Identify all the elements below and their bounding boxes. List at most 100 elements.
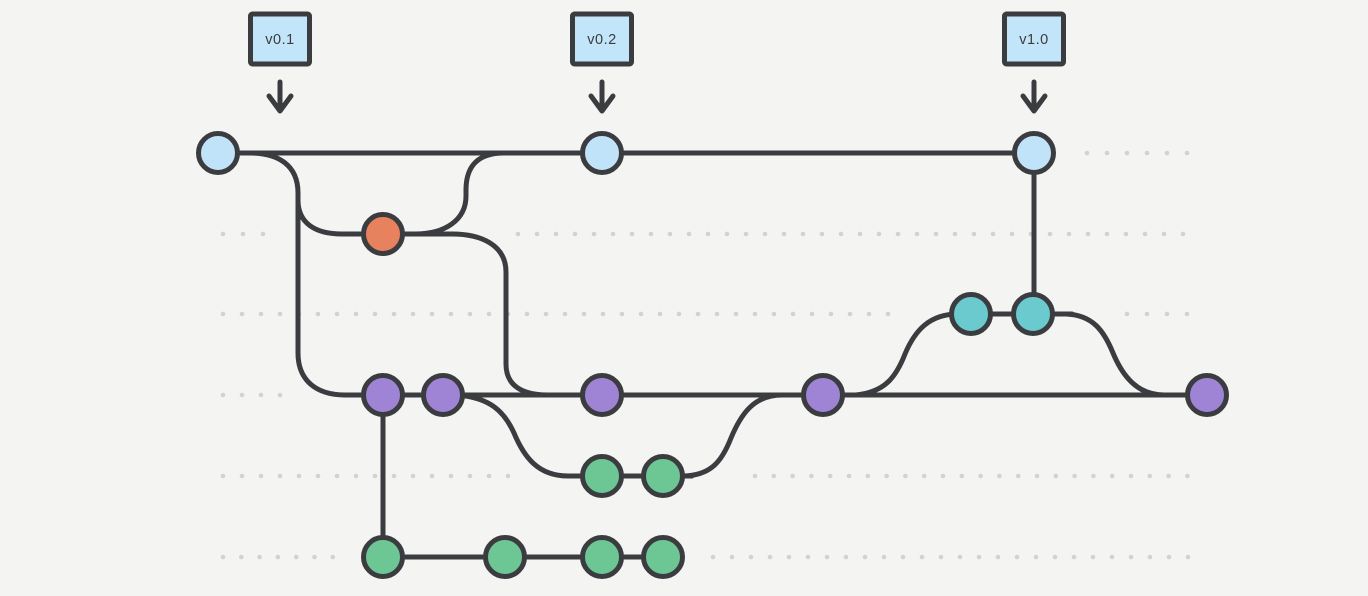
dot — [1185, 473, 1190, 479]
dot — [515, 231, 521, 237]
dot — [809, 473, 814, 479]
tag-label: v0.1 — [265, 32, 294, 48]
dot — [610, 231, 616, 237]
dot — [900, 554, 906, 560]
edge-hotfix-branch-off — [295, 197, 389, 237]
commit-node-release — [949, 292, 993, 336]
dot — [1144, 311, 1150, 317]
branch-edges — [215, 150, 1210, 560]
dot — [486, 311, 492, 317]
commit-node-feature — [580, 535, 624, 579]
dot — [1104, 231, 1110, 237]
dot — [995, 554, 1001, 560]
edge-release-merge — [1063, 311, 1167, 398]
dot — [752, 473, 758, 479]
dot — [239, 473, 245, 479]
dot — [1144, 150, 1150, 156]
commit-node-develop — [361, 373, 405, 417]
dot — [467, 473, 473, 479]
commit-node-feature — [483, 535, 527, 579]
dot — [824, 554, 830, 560]
dot — [553, 231, 559, 237]
dot — [429, 473, 435, 479]
dot — [638, 311, 644, 317]
commit-node-develop — [580, 373, 624, 417]
dot — [1091, 473, 1096, 479]
dot — [258, 392, 264, 398]
dot — [957, 554, 963, 560]
dot — [790, 473, 795, 479]
dot — [843, 554, 849, 560]
dot — [884, 473, 889, 479]
dot — [410, 473, 416, 479]
dot — [714, 311, 720, 317]
dot-row — [752, 473, 1190, 479]
dot — [1084, 150, 1090, 156]
tag-v0.1: v0.1 — [248, 11, 312, 114]
dot — [1053, 473, 1059, 479]
dot-row — [1084, 150, 1190, 156]
dot — [1066, 231, 1072, 237]
commit-node-develop — [421, 373, 465, 417]
dot — [976, 554, 982, 560]
dot — [505, 473, 511, 479]
dot — [240, 231, 246, 237]
dot — [448, 473, 454, 479]
commit-node-hotfix — [361, 212, 405, 256]
dot — [353, 473, 359, 479]
dot — [600, 311, 606, 317]
dot — [1072, 473, 1077, 479]
dot — [952, 231, 958, 237]
dot — [277, 392, 283, 398]
dot — [448, 311, 454, 317]
dot — [997, 473, 1002, 479]
edge-develop-branch-off — [247, 150, 393, 398]
dot — [1161, 231, 1167, 237]
dot — [572, 231, 578, 237]
dot — [524, 311, 530, 317]
dot — [391, 311, 397, 317]
dot — [743, 231, 749, 237]
dot — [1009, 231, 1015, 237]
commit-node-feature — [361, 535, 405, 579]
dot — [562, 311, 568, 317]
commit-node-main — [1012, 131, 1056, 175]
dot — [866, 311, 872, 317]
dot-row — [515, 231, 1186, 237]
dot — [258, 473, 264, 479]
dot — [933, 231, 939, 237]
edge-release-branch-off — [853, 311, 961, 398]
commit-node-release — [1011, 292, 1055, 336]
dot — [353, 311, 359, 317]
dot — [847, 311, 853, 317]
dot — [762, 231, 768, 237]
dot — [220, 473, 226, 479]
dot — [862, 554, 868, 560]
dot — [1090, 554, 1096, 560]
dot — [1128, 473, 1134, 479]
commit-node-feature — [580, 454, 624, 498]
dot-row — [1124, 311, 1190, 317]
dot — [1033, 554, 1039, 560]
dot — [695, 311, 701, 317]
dot — [710, 554, 716, 560]
dot — [1164, 150, 1170, 156]
tag-arrow-head-icon — [588, 93, 616, 114]
dot — [258, 311, 264, 317]
dot — [1164, 311, 1170, 317]
dot — [885, 311, 891, 317]
dot — [786, 554, 792, 560]
dot — [971, 231, 977, 237]
dot — [881, 554, 887, 560]
dot — [619, 311, 625, 317]
dot — [752, 311, 758, 317]
commit-node-main — [196, 131, 240, 175]
dot — [260, 231, 266, 237]
dot — [1015, 473, 1021, 479]
dot — [315, 473, 321, 479]
dot-row — [220, 392, 283, 398]
dot — [705, 231, 711, 237]
dot — [978, 473, 983, 479]
